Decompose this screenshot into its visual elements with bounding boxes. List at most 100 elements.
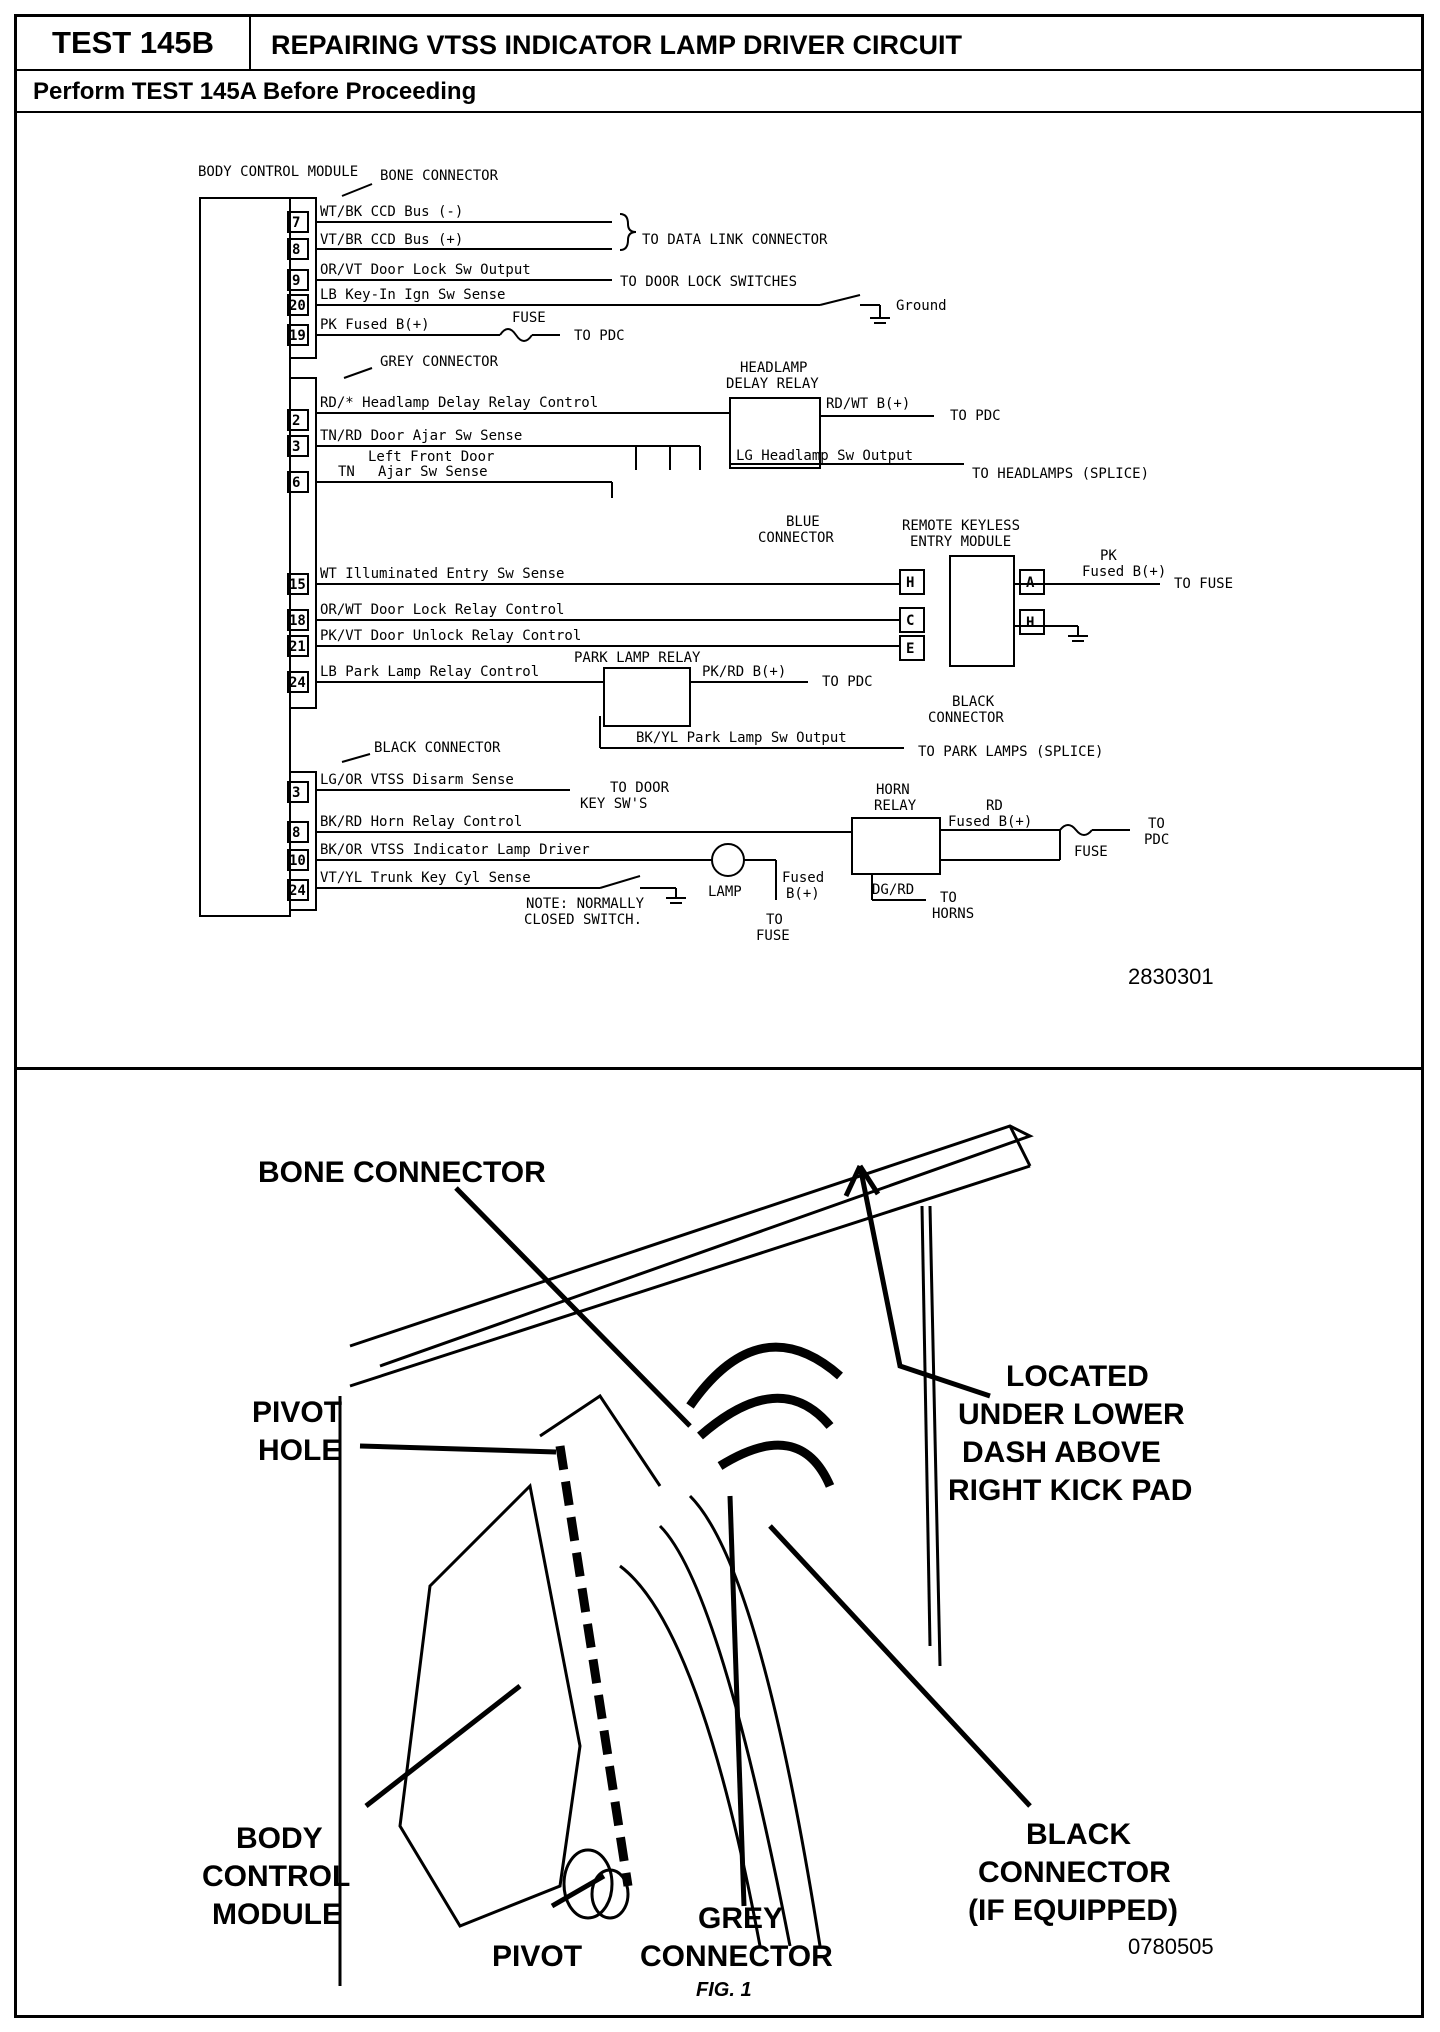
bone-wire-label-7: WT/BK CCD Bus (-) [320,204,463,220]
park-to-pdc-label: TO PDC [822,674,873,690]
bone-pin-9: 9 [292,273,300,289]
bone-pins [287,211,309,346]
headlamp-relay-out-label: RD/WT B(+) [826,396,910,412]
subtitle-row: Perform TEST 145A Before Proceeding [17,71,1421,113]
rke-fused-label: Fused B(+) [1082,564,1166,580]
rke-pin-h2: H [1026,615,1034,631]
black-pin-10: 10 [289,853,306,869]
grey-wire-label-15: WT Illuminated Entry Sw Sense [320,566,564,582]
grey-wire-label-2: RD/* Headlamp Delay Relay Control [320,395,598,411]
lamp-fused-label-1: Fused [782,870,824,886]
black-connector-rke-label-2: CONNECTOR [928,710,1004,726]
rke-pin-h: H [906,575,914,591]
horn-rd-label: RD [986,798,1003,814]
label-located-3: DASH ABOVE [962,1436,1161,1469]
headlamp-to-pdc-label: TO PDC [950,408,1001,424]
label-bone-connector: BONE CONNECTOR [258,1156,546,1189]
label-pivot-hole-2: HOLE [258,1434,341,1467]
bone-connector-label: BONE CONNECTOR [380,168,499,184]
horn-fuse-label: FUSE [1074,844,1108,860]
grey-wire-label-18: OR/WT Door Lock Relay Control [320,602,564,618]
ground-label: Ground [896,298,947,314]
lamp-to-label-2: FUSE [756,928,790,944]
blue-connector-label-2: CONNECTOR [758,530,834,546]
grey-wire-label-24: LB Park Lamp Relay Control [320,664,539,680]
grey-connector-label: GREY CONNECTOR [380,354,499,370]
label-located-2: UNDER LOWER [958,1398,1185,1431]
figure-ref-number: 0780505 [1128,1934,1214,1959]
note-label-1: NOTE: NORMALLY [526,896,645,912]
bone-wire-label-19: PK Fused B(+) [320,317,430,333]
label-grey-2: CONNECTOR [640,1940,833,1973]
to-park-lamps-label: TO PARK LAMPS (SPLICE) [918,744,1103,760]
grey-wires [316,397,1160,749]
label-grey-1: GREY [698,1902,783,1935]
to-door-lock-switches-label: TO DOOR LOCK SWITCHES [620,274,797,290]
black-connector-label: BLACK CONNECTOR [374,740,501,756]
lamp-to-label-1: TO [766,912,783,928]
grey-connector-frame [289,377,317,709]
grey-wire-label-6: TN [338,464,355,480]
wiring-ref-number: 2830301 [1128,964,1214,989]
lamp-fused-label-2: B(+) [786,886,820,902]
page-frame: TEST 145B REPAIRING VTSS INDICATOR LAMP … [14,14,1424,2018]
grey-pins [287,409,309,693]
headlamp-relay-label-1: HEADLAMP [740,360,807,376]
label-located-1: LOCATED [1006,1360,1149,1393]
horn-pdc-label: PDC [1144,832,1169,848]
grey-wire-label-21: PK/VT Door Unlock Relay Control [320,628,581,644]
rke-pin-e: E [906,641,914,657]
to-headlamps-label: TO HEADLAMPS (SPLICE) [972,466,1149,482]
note-label-2: CLOSED SWITCH. [524,912,642,928]
bone-wire-label-9: OR/VT Door Lock Sw Output [320,262,531,278]
bone-pin-8: 8 [292,242,300,258]
to-door-key-label-2: KEY SW'S [580,796,647,812]
figure-caption: FIG. 1 [696,1979,752,2001]
bone-connector-frame [289,197,317,359]
label-black-1: BLACK [1026,1818,1131,1851]
grey-wire-label-3: TN/RD Door Ajar Sw Sense [320,428,522,444]
horn-to-label: TO [1148,816,1165,832]
grey-pin-3: 3 [292,439,300,455]
grey-pin-15: 15 [289,577,306,593]
label-located-4: RIGHT KICK PAD [948,1474,1192,1507]
bone-pin-20: 20 [289,298,306,314]
black-pin-8: 8 [292,825,300,841]
rke-pin-boxes [899,569,1045,661]
to-door-key-label-1: TO DOOR [610,780,670,796]
park-relay-label: PARK LAMP RELAY [574,650,701,666]
left-front-door-label-2: Ajar Sw Sense [378,464,488,480]
left-front-door-label-1: Left Front Door [368,449,494,465]
bone-fuse-label: FUSE [512,310,546,326]
black-wire-label-3: LG/OR VTSS Disarm Sense [320,772,514,788]
black-wire-label-8: BK/RD Horn Relay Control [320,814,522,830]
park-sw-output-label: BK/YL Park Lamp Sw Output [636,730,847,746]
label-pivot-hole-1: PIVOT [252,1396,342,1429]
blue-connector-label-1: BLUE [786,514,820,530]
page-title: REPAIRING VTSS INDICATOR LAMP DRIVER CIR… [271,30,963,60]
bone-wires [316,213,890,342]
to-data-link-label: TO DATA LINK CONNECTOR [642,232,828,248]
lamp-label: LAMP [708,884,742,900]
location-figure: BONE CONNECTOR PIVOT HOLE LOCATED UNDER … [202,1124,1214,2001]
lg-output-label: LG Headlamp Sw Output [736,448,913,464]
bone-to-pdc-label: TO PDC [574,328,625,344]
horn-relay-label-1: HORN [876,782,910,798]
label-black-2: CONNECTOR [978,1856,1171,1889]
test-label: TEST 145B [17,17,251,69]
label-pivot: PIVOT [492,1940,582,1973]
header-row: TEST 145B REPAIRING VTSS INDICATOR LAMP … [17,17,1421,71]
dgrd-label: DG/RD [872,882,914,898]
leader-lines [359,1164,1032,1909]
dash-structure [338,1124,1034,1986]
black-connector-rke-label-1: BLACK [952,694,995,710]
horn-fused-label: Fused B(+) [948,814,1032,830]
grey-pin-2: 2 [292,413,300,429]
rke-pin-c: C [906,613,914,629]
rke-pk-label: PK [1100,548,1117,564]
park-relay-out-label: PK/RD B(+) [702,664,786,680]
black-pin-3: 3 [292,785,300,801]
grey-pin-6: 6 [292,475,300,491]
rke-module-label-2: ENTRY MODULE [910,534,1011,550]
